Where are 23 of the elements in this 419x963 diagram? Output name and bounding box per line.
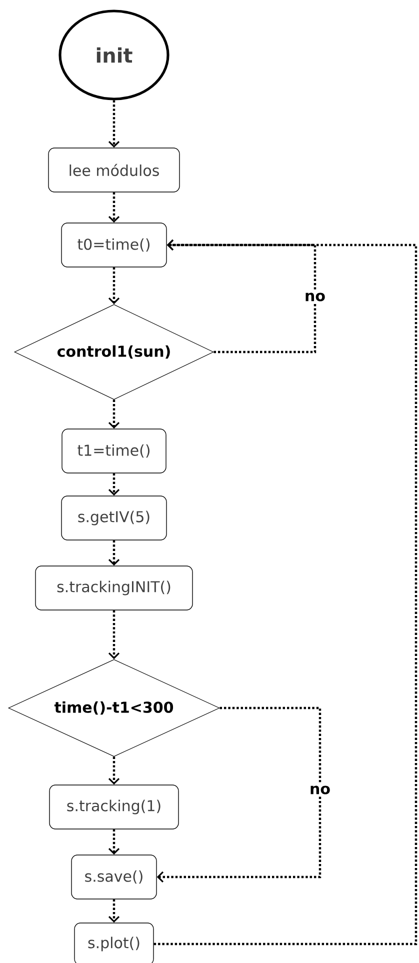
arrow: [108, 829, 120, 855]
ellipse-node: init: [58, 10, 170, 100]
arrow: [156, 706, 322, 883]
edge-label: no: [302, 290, 328, 304]
arrow: [108, 400, 120, 429]
edge-label: no: [308, 784, 332, 796]
arrow: [108, 610, 120, 660]
process-box: s.getIV(5): [61, 496, 167, 540]
arrow: [108, 899, 120, 923]
process-box: s.trackingINIT(): [35, 566, 193, 610]
arrow: [108, 540, 120, 566]
arrow: [108, 473, 120, 496]
arrow: [154, 239, 418, 946]
process-box: lee módulos: [48, 148, 180, 192]
arrow: [108, 100, 120, 148]
process-box: t0=time(): [61, 222, 167, 268]
process-box: s.plot(): [74, 922, 154, 963]
process-box: t1=time(): [62, 428, 166, 474]
process-box: s.tracking(1): [49, 784, 179, 830]
process-box: s.save(): [71, 854, 157, 900]
arrow: [108, 756, 120, 785]
arrow: [108, 267, 120, 304]
arrow: [108, 192, 120, 223]
